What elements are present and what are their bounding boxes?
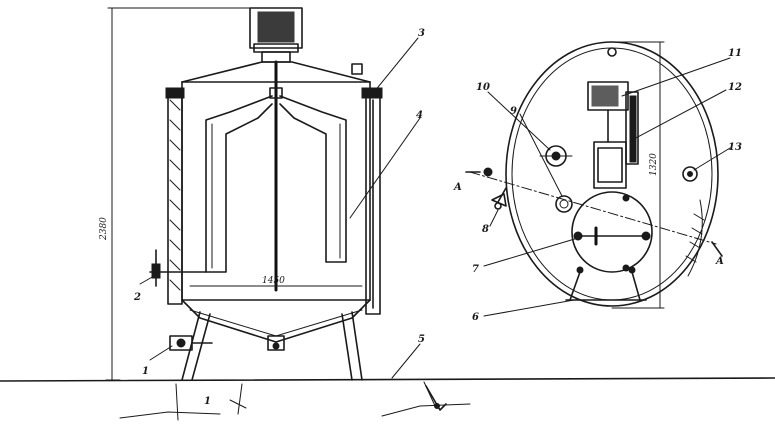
floor: [0, 377, 775, 421]
agitator: [205, 86, 347, 292]
label-3: 3: [418, 28, 425, 39]
label-1: 1: [142, 366, 149, 377]
vessel-lid: [181, 61, 371, 83]
label-13: 13: [728, 142, 742, 153]
label-10: 10: [476, 82, 490, 93]
label-5: 5: [418, 334, 425, 345]
drain-valve: [149, 335, 213, 361]
label-1b: 1: [204, 396, 211, 407]
diameter-dim-text: 1320: [649, 153, 659, 176]
manhole: [571, 191, 653, 273]
width-dimension: 1450: [189, 276, 363, 287]
side-fitting: [139, 249, 207, 287]
plan-drive: [587, 81, 639, 189]
vessel-body: [165, 81, 383, 351]
width-dim-text: 1450: [262, 276, 285, 286]
label-6: 6: [472, 312, 479, 323]
label-11: 11: [728, 48, 742, 59]
support-legs: [181, 311, 363, 381]
label-9: 9: [510, 106, 517, 117]
port-9: [555, 195, 573, 213]
label-12: 12: [728, 82, 742, 93]
side-view: 2380: [99, 7, 425, 407]
plan-feet: [565, 266, 647, 301]
height-dim-text: 2380: [99, 217, 109, 241]
label-2: 2: [133, 292, 141, 303]
section-line: A A: [453, 167, 724, 267]
label-8: 8: [482, 224, 489, 235]
drive-motor: [249, 7, 303, 90]
label-7: 7: [472, 264, 479, 275]
side-valve: [491, 187, 507, 210]
sight-glass: [539, 145, 573, 167]
section-label-a2: A: [715, 256, 724, 267]
top-view: 1320: [453, 41, 742, 323]
label-4: 4: [416, 110, 423, 121]
diameter-dimension: 1320: [611, 41, 665, 309]
section-label-a1: A: [453, 182, 462, 193]
port-13: [682, 166, 698, 182]
